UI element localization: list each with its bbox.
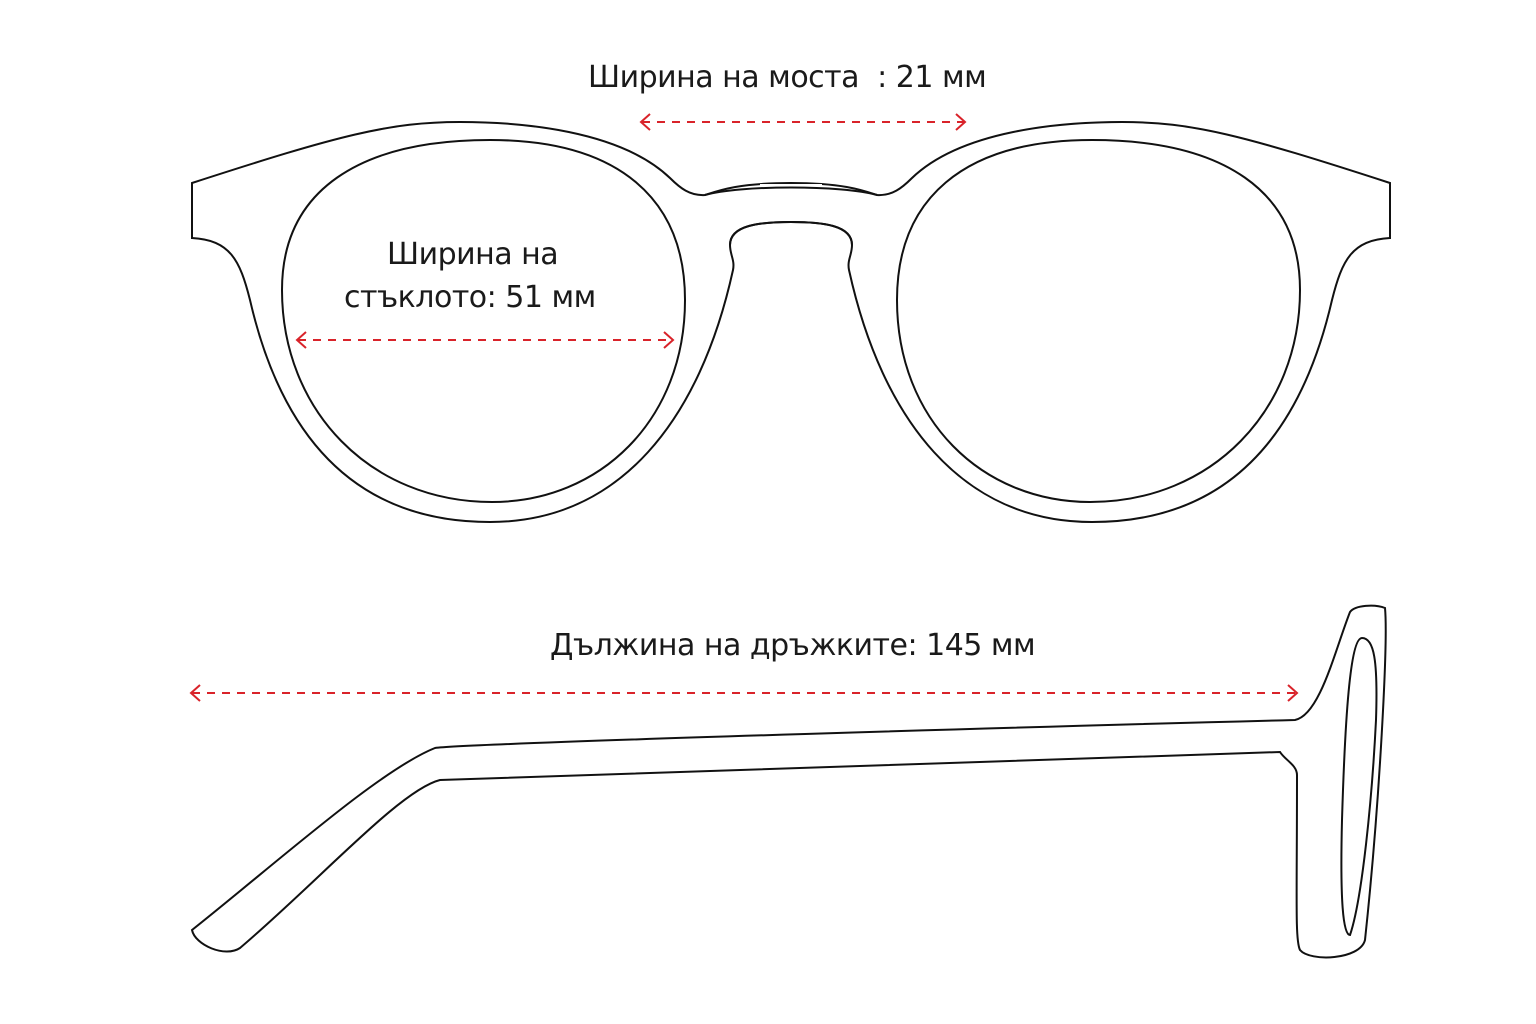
bridge-width-label: Ширина на моста : 21 мм xyxy=(588,60,987,95)
hinge-slot xyxy=(1340,636,1378,937)
temple-side xyxy=(190,604,1387,959)
temple-length-label: Дължина на дръжките: 145 мм xyxy=(550,628,1036,663)
bridge-dimension-arrow xyxy=(639,113,967,131)
left-lens xyxy=(280,138,687,504)
lens-dimension-arrow xyxy=(295,331,675,349)
temple-arm xyxy=(190,604,1387,959)
front-frame xyxy=(191,120,1391,524)
right-lens xyxy=(895,138,1302,504)
lens-width-label-line1: Ширина на xyxy=(387,237,559,272)
temple-dimension-arrow xyxy=(189,684,1299,702)
lens-width-label-line2: стъклото: 51 мм xyxy=(344,280,596,315)
